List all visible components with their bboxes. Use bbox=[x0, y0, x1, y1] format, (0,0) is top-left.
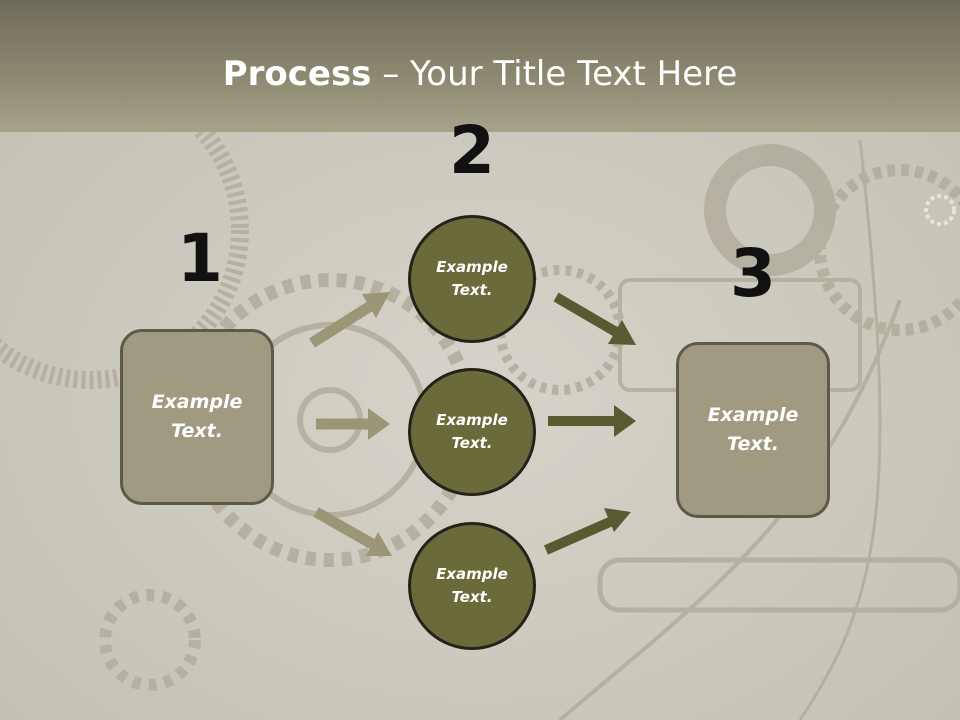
step-number-3: 3 bbox=[730, 235, 776, 312]
left-box-text: Example Text. bbox=[151, 391, 243, 442]
circle-top-text: Example Text. bbox=[436, 258, 508, 299]
circle-bottom-text: Example Text. bbox=[436, 565, 508, 606]
step-number-2: 2 bbox=[449, 112, 495, 189]
arrow-from-bottom bbox=[543, 508, 631, 555]
title-bold: Process bbox=[222, 54, 372, 94]
arrow-to-middle bbox=[316, 408, 390, 440]
circle-middle: Example Text. bbox=[408, 368, 536, 496]
right-box-text: Example Text. bbox=[707, 404, 799, 455]
circle-middle-text: Example Text. bbox=[436, 411, 508, 452]
step-number-1: 1 bbox=[177, 220, 223, 297]
right-box: Example Text. bbox=[676, 342, 830, 518]
arrow-to-top bbox=[309, 292, 390, 348]
arrow-from-middle bbox=[548, 405, 636, 437]
left-box: Example Text. bbox=[120, 329, 274, 505]
slide-title: Process – Your Title Text Here bbox=[0, 52, 960, 96]
circle-top: Example Text. bbox=[408, 215, 536, 343]
arrow-from-top bbox=[553, 292, 636, 345]
circle-bottom: Example Text. bbox=[408, 522, 536, 650]
title-rest: – Your Title Text Here bbox=[371, 54, 738, 94]
title-band bbox=[0, 0, 960, 132]
arrow-to-bottom bbox=[313, 507, 392, 556]
